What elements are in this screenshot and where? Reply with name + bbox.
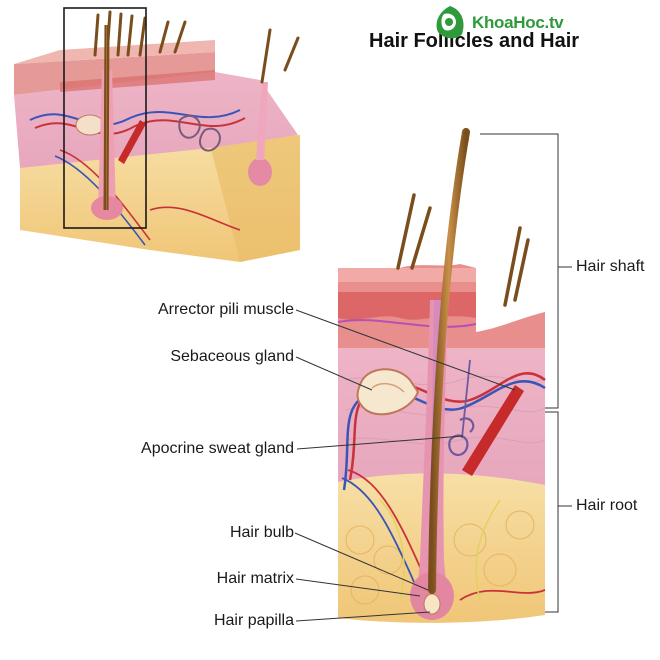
overview-artery: [34, 117, 246, 135]
secondary-hairs: [396, 193, 530, 307]
overview-vein: [29, 109, 241, 126]
hair-shaft-shape: [428, 128, 470, 594]
watermark-text: KhoaHoc.tv: [472, 13, 564, 32]
overview-arrector-muscle: [118, 120, 146, 164]
label-arrector-pili-muscle: Arrector pili muscle: [157, 301, 294, 318]
overview-follicle-bulb-right: [248, 158, 272, 186]
artery: [348, 372, 546, 481]
hair-shaft-bracket: [480, 133, 559, 409]
overview-zoom-frame: [63, 7, 147, 229]
label-sebaceous-gland: Sebaceous gland: [170, 348, 294, 365]
hair-root-bracket: [545, 411, 559, 613]
fat-cells: [345, 510, 535, 605]
overview-hairs: [93, 10, 300, 84]
sebaceous-gland-shape: [356, 368, 420, 416]
deep-vein: [341, 477, 421, 597]
label-hair-shaft: Hair shaft: [576, 258, 645, 275]
overview-skin-block: [14, 7, 300, 262]
stratum-corneum: [338, 268, 476, 282]
apocrine-gland-shape: [448, 417, 475, 457]
leader-lines: [294, 309, 516, 622]
cross-section: [337, 128, 546, 623]
label-hair-root: Hair root: [576, 497, 638, 514]
overview-hypodermis-side: [210, 135, 300, 262]
overview-epidermis-band: [60, 70, 215, 92]
brackets: [480, 133, 572, 613]
leader-apocrine: [296, 435, 464, 450]
watermark: KhoaHoc.tv: [432, 4, 658, 42]
hair-tip: [464, 131, 469, 141]
label-apocrine-sweat-gland: Apocrine sweat gland: [141, 440, 294, 457]
stratum-basale: [338, 292, 476, 320]
hair-papilla-shape: [423, 593, 441, 615]
overview-sweat-gland: [178, 114, 201, 139]
arrector-pili-muscle-shape: [462, 385, 524, 476]
leader-hair-matrix: [295, 578, 421, 597]
leaf-logo-icon: [436, 6, 464, 39]
label-hair-papilla: Hair papilla: [213, 612, 294, 629]
overview-main-hair: [103, 24, 110, 211]
sebaceous-gland-lobule: [371, 382, 405, 393]
basement-membrane: [337, 319, 477, 328]
label-hair-matrix: Hair matrix: [216, 570, 294, 587]
leader-sebaceous: [295, 356, 373, 391]
leader-hair-papilla: [295, 611, 431, 622]
overview-sebaceous-gland: [75, 114, 105, 136]
leader-arrector-pili: [295, 309, 516, 391]
overview-follicle-right: [256, 82, 268, 160]
overview-sweat-gland-2: [199, 127, 221, 152]
nerves: [379, 499, 501, 601]
diagram-title: Hair Follicles and Hair: [369, 30, 580, 52]
label-hair-bulb: Hair bulb: [229, 524, 294, 541]
leader-hair-bulb: [294, 532, 429, 591]
